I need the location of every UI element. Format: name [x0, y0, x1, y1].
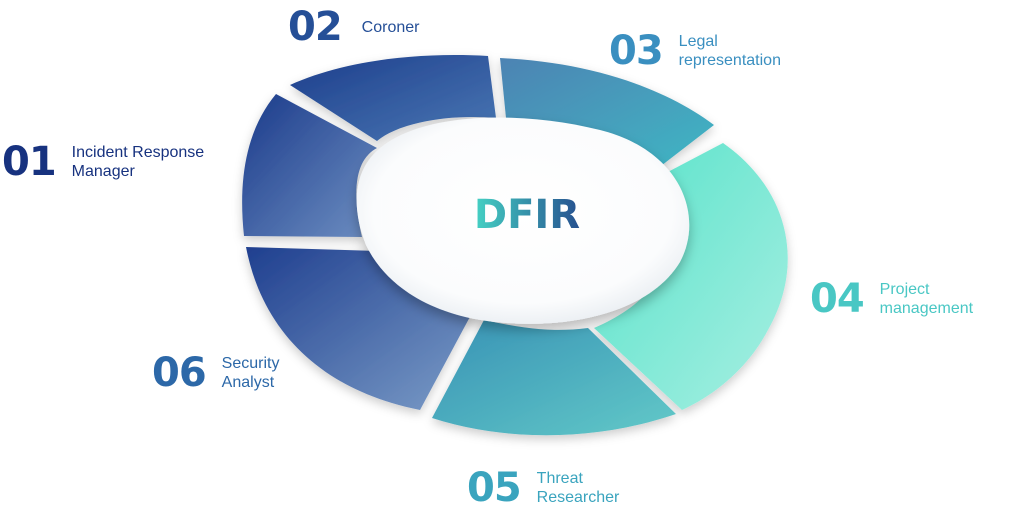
callout-01: 01 Incident Response Manager [2, 142, 204, 182]
segment-label-line1: Security [221, 355, 280, 372]
segment-label: Security Analyst [222, 354, 280, 392]
callout-06: 06 Security Analyst [152, 353, 279, 393]
segment-05 [432, 320, 676, 436]
segment-number: 02 [288, 4, 343, 50]
segment-02 [290, 55, 496, 141]
segment-label: Legal representation [679, 32, 781, 70]
segment-label: Coroner [362, 18, 420, 37]
callout-05: 05 Threat Researcher [467, 468, 619, 508]
segment-number: 06 [152, 350, 207, 396]
segment-label-line1: Project [879, 281, 930, 298]
segment-label-line2: Manager [71, 163, 135, 180]
segment-label: Incident Response Manager [72, 143, 205, 181]
callout-04: 04 Project management [810, 279, 973, 319]
segment-label-line2: Analyst [221, 374, 275, 391]
segment-label-line2: Researcher [536, 489, 620, 506]
callout-03: 03 Legal representation [609, 31, 781, 71]
segment-number: 05 [467, 465, 522, 511]
segment-01 [242, 94, 377, 237]
segment-number: 03 [609, 28, 664, 74]
segment-label-line1: Coroner [361, 18, 420, 36]
segment-label: Project management [880, 280, 973, 318]
segment-label-line2: representation [678, 52, 781, 69]
segment-03 [500, 58, 714, 169]
segment-number: 01 [2, 139, 57, 185]
center-hub [356, 117, 690, 324]
segment-label: Threat Researcher [537, 469, 620, 507]
center-label: DFIR [474, 192, 580, 238]
segment-label-line2: management [879, 300, 974, 317]
segment-04 [594, 143, 788, 410]
segment-label-line1: Incident Response [71, 144, 205, 161]
segment-label-line1: Threat [536, 470, 583, 487]
segment-label-line1: Legal [678, 33, 718, 50]
segment-number: 04 [810, 276, 865, 322]
callout-02: 02 Coroner [288, 7, 419, 47]
